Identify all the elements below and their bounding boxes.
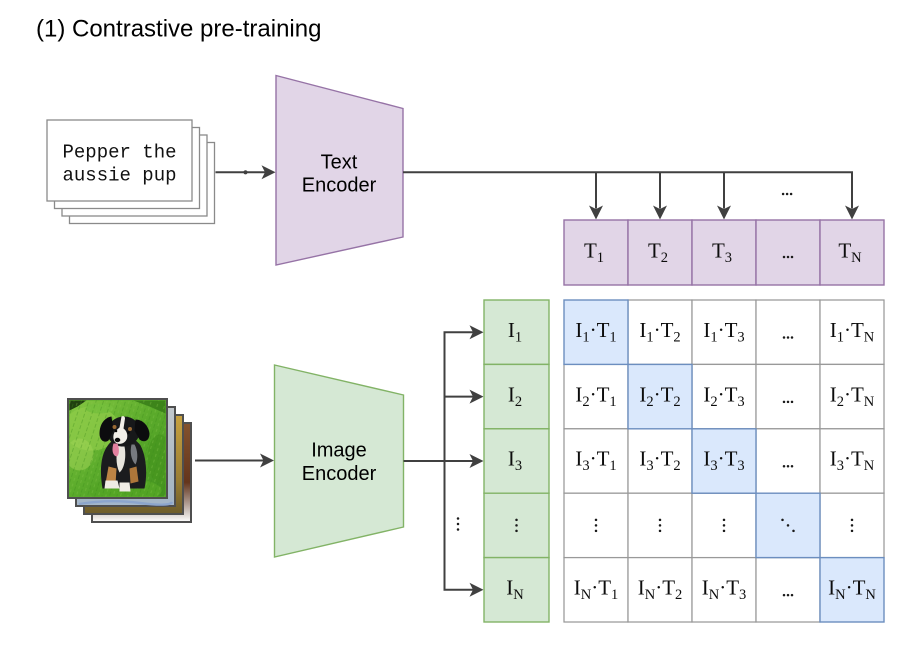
svg-text:Encoder: Encoder [302, 174, 377, 196]
svg-text:Pepper the: Pepper the [62, 142, 176, 164]
svg-text:I1·T2: I1·T2 [639, 318, 680, 346]
svg-text:I3·T3: I3·T3 [703, 447, 744, 475]
svg-text:(1) Contrastive pre-training: (1) Contrastive pre-training [36, 16, 321, 43]
svg-text:IN·T3: IN·T3 [702, 576, 747, 604]
svg-text:I2·T1: I2·T1 [575, 382, 616, 410]
svg-text:Text: Text [321, 151, 358, 173]
svg-text:I3·T1: I3·T1 [575, 447, 616, 475]
svg-text:Image: Image [311, 440, 367, 462]
svg-text:I1·T1: I1·T1 [575, 318, 616, 346]
svg-text:Encoder: Encoder [302, 463, 377, 485]
svg-text:aussie pup: aussie pup [62, 165, 176, 187]
